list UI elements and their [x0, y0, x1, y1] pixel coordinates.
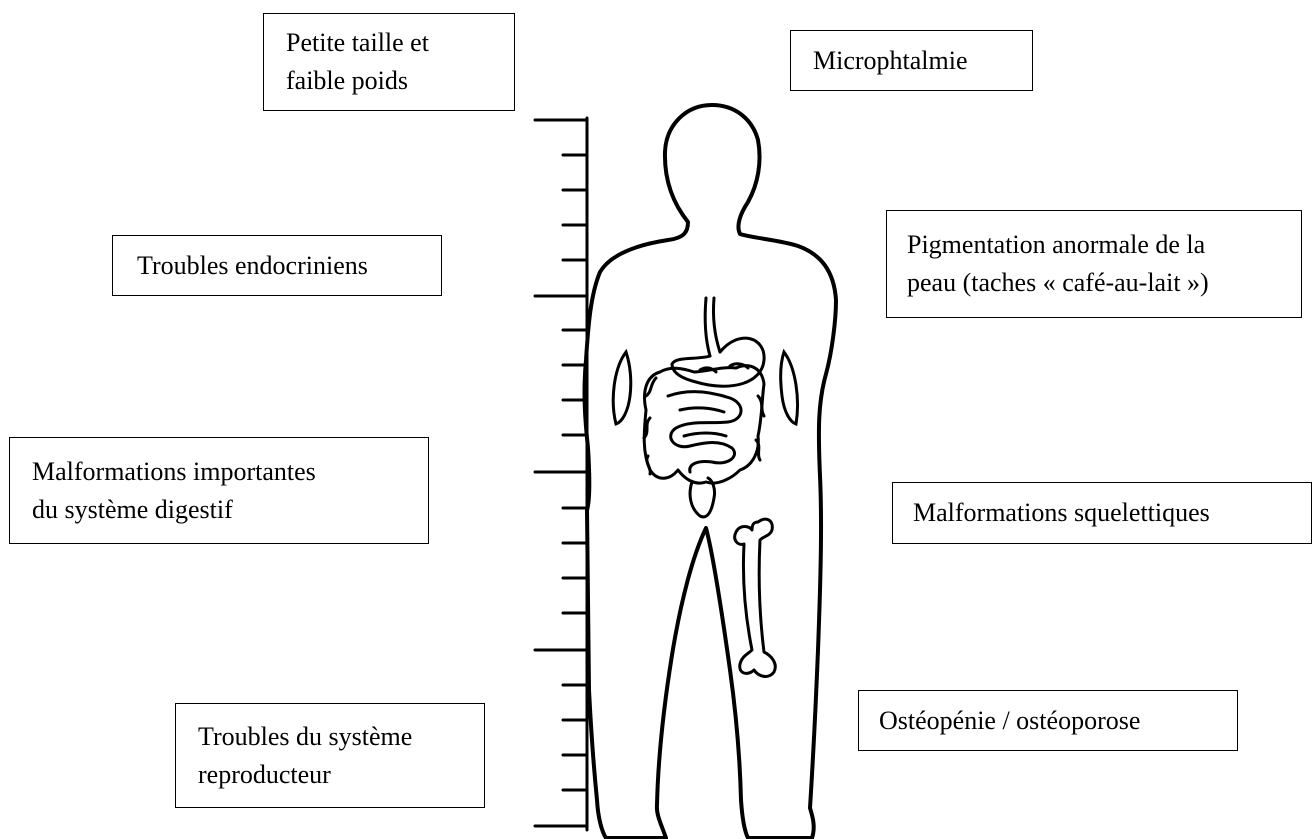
label-skeletal-line1: Malformations squelettiques — [913, 494, 1311, 532]
label-digestive: Malformations importantes du système dig… — [9, 437, 429, 544]
label-reproductive-line1: Troubles du système — [198, 718, 484, 756]
label-reproductive-line2: reproducteur — [198, 756, 484, 794]
colon-haustra — [644, 364, 764, 474]
label-endocrine: Troubles endocriniens — [112, 235, 442, 296]
femur-bone-icon — [735, 519, 776, 676]
label-pigmentation-line1: Pigmentation anormale de la — [907, 226, 1301, 264]
esophagus-wall — [705, 298, 710, 356]
label-reproductive: Troubles du système reproducteur — [175, 703, 485, 808]
small-intestine-loop — [680, 408, 724, 412]
right-arm-gap — [781, 352, 798, 424]
label-pigmentation: Pigmentation anormale de la peau (taches… — [886, 210, 1302, 318]
human-silhouette-icon — [585, 105, 836, 838]
height-ruler-icon — [535, 118, 587, 830]
esophagus — [713, 298, 720, 352]
left-arm-gap — [613, 352, 631, 424]
label-pigmentation-line2: peau (taches « café-au-lait ») — [907, 264, 1301, 302]
label-short-stature-line1: Petite taille et — [286, 24, 514, 62]
digestive-tract-icon — [644, 298, 764, 517]
label-digestive-line2: du système digestif — [32, 491, 428, 529]
label-skeletal: Malformations squelettiques — [892, 482, 1312, 544]
label-osteopenia-line1: Ostéopénie / ostéoporose — [879, 702, 1237, 740]
label-microphthalmia: Microphtalmie — [790, 30, 1033, 91]
label-short-stature: Petite taille et faible poids — [263, 13, 515, 111]
label-digestive-line1: Malformations importantes — [32, 453, 428, 491]
label-osteopenia: Ostéopénie / ostéoporose — [858, 690, 1238, 751]
label-endocrine-line1: Troubles endocriniens — [137, 247, 441, 285]
label-short-stature-line2: faible poids — [286, 62, 514, 100]
label-microphthalmia-line1: Microphtalmie — [813, 42, 1032, 80]
small-intestine-loop — [684, 433, 726, 436]
